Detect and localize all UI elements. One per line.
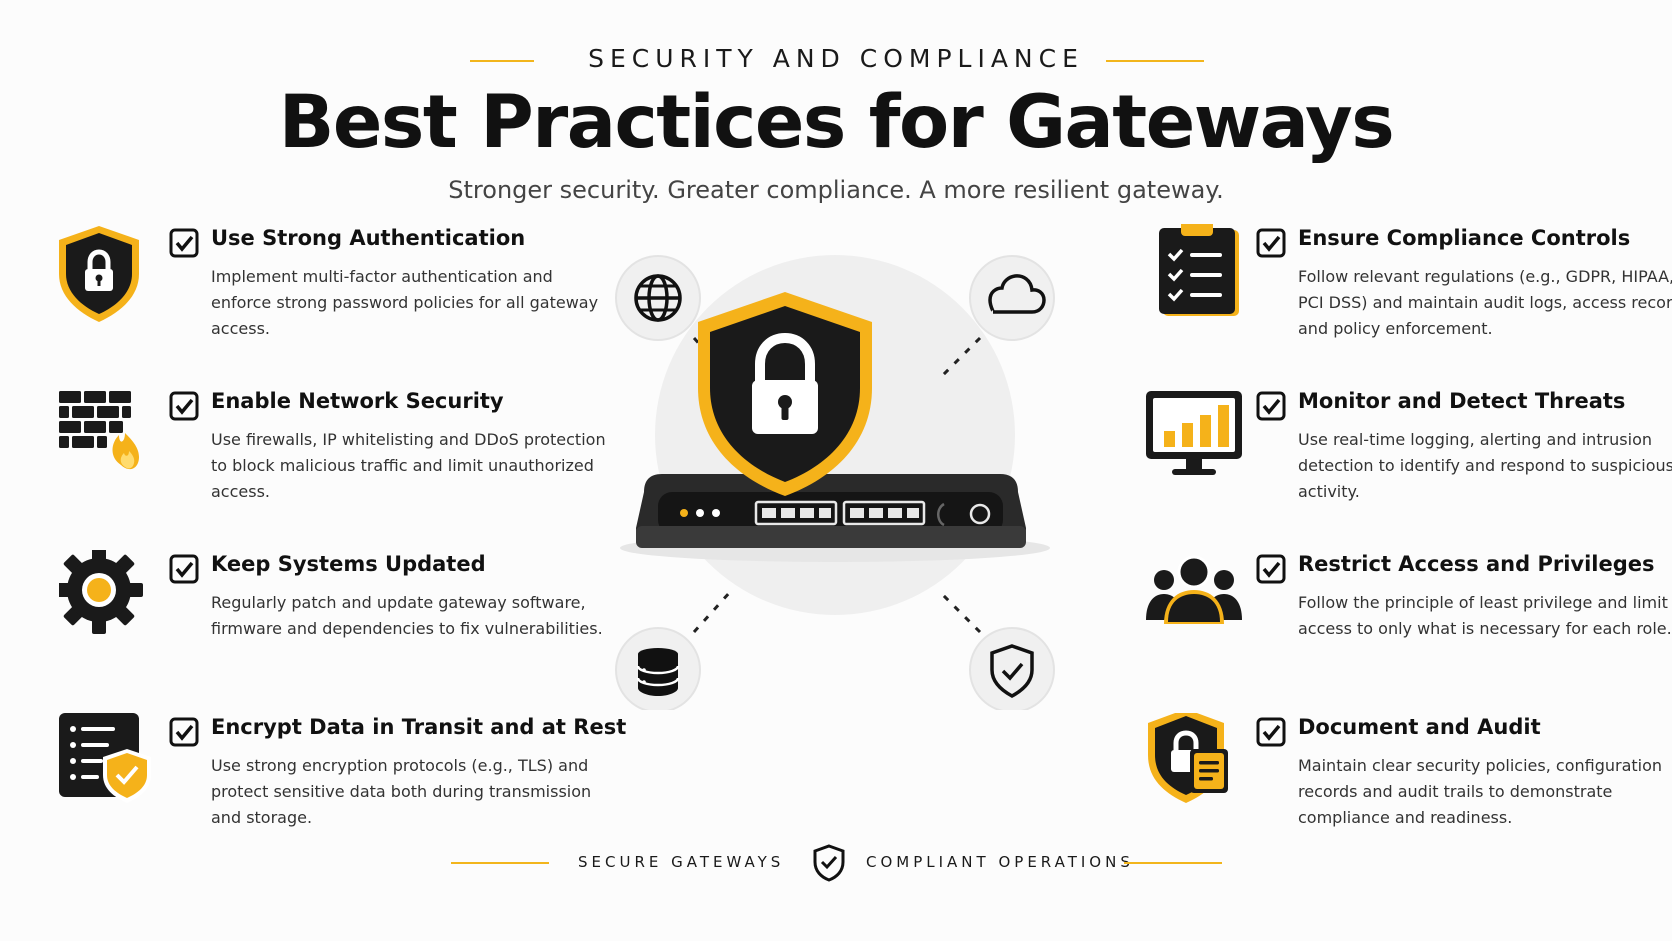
checkbox-check-icon [169,228,199,258]
checkbox-check-icon [1256,554,1286,584]
practice-title: Encrypt Data in Transit and at Rest [211,715,627,739]
practice-description: Follow relevant regulations (e.g., GDPR,… [1298,267,1672,338]
practice-description: Use real-time logging, alerting and intr… [1298,430,1672,501]
practice-title: Keep Systems Updated [211,552,486,576]
footer-tagline-right: COMPLIANT OPERATIONS [866,853,1134,871]
checkbox-check-icon [1256,228,1286,258]
users-icon [1146,555,1242,624]
encrypted-document-icon [59,713,151,803]
shield-lock-icon [59,226,139,322]
checkbox-check-icon [169,554,199,584]
eyebrow-rule-right [1106,60,1204,62]
practice-title: Document and Audit [1298,715,1541,739]
practice-description: Follow the principle of least privilege … [1298,593,1672,638]
footer-tagline-left: SECURE GATEWAYS [578,853,785,871]
cloud-icon [969,255,1055,341]
checkbox-check-icon [1256,391,1286,421]
eyebrow-rule-left [470,60,534,62]
footer-rule-left [451,862,549,864]
globe-icon [615,255,701,341]
practice-description: Maintain clear security policies, config… [1298,756,1663,827]
practice-title: Enable Network Security [211,389,504,413]
shield-check-icon [813,844,845,882]
clipboard-checklist-icon [1159,224,1239,316]
practice-item-restrict-access: Restrict Access and Privileges Follow th… [1146,550,1672,680]
checkbox-check-icon [1256,717,1286,747]
practice-item-monitor-threats: Monitor and Detect Threats Use real-time… [1146,387,1672,517]
practice-description: Use firewalls, IP whitelisting and DDoS … [211,430,606,501]
practice-title: Monitor and Detect Threats [1298,389,1626,413]
practice-item-systems-updated: Keep Systems Updated Regularly patch and… [59,550,619,680]
firewall-icon [59,391,139,470]
practice-item-document-audit: Document and Audit Maintain clear securi… [1146,713,1672,843]
practice-item-encrypt-data: Encrypt Data in Transit and at Rest Use … [59,713,626,843]
page-subtitle: Stronger security. Greater compliance. A… [448,176,1224,204]
gateway-hub-illustration [615,255,1055,710]
checkbox-check-icon [169,391,199,421]
database-icon [615,627,701,710]
practice-description: Use strong encryption protocols (e.g., T… [211,756,592,827]
practice-title: Ensure Compliance Controls [1298,226,1631,250]
practice-description: Implement multi-factor authentication an… [211,267,599,338]
gateway-router [620,474,1050,562]
practice-item-network-security: Enable Network Security Use firewalls, I… [59,387,619,517]
central-shield-lock-icon [698,292,872,496]
monitor-chart-icon [1146,391,1242,475]
footer-rule-right [1124,862,1222,864]
practice-title: Restrict Access and Privileges [1298,552,1655,576]
practice-title: Use Strong Authentication [211,226,526,250]
shield-check-icon [969,627,1055,710]
practice-item-strong-authentication: Use Strong Authentication Implement mult… [59,224,619,354]
checkbox-check-icon [169,717,199,747]
page-title: Best Practices for Gateways [278,80,1395,165]
eyebrow-text: SECURITY AND COMPLIANCE [588,44,1084,73]
gear-icon [59,550,143,634]
practice-item-compliance-controls: Ensure Compliance Controls Follow releva… [1146,224,1672,354]
practice-description: Regularly patch and update gateway softw… [211,593,603,638]
lock-document-icon [1148,713,1228,803]
